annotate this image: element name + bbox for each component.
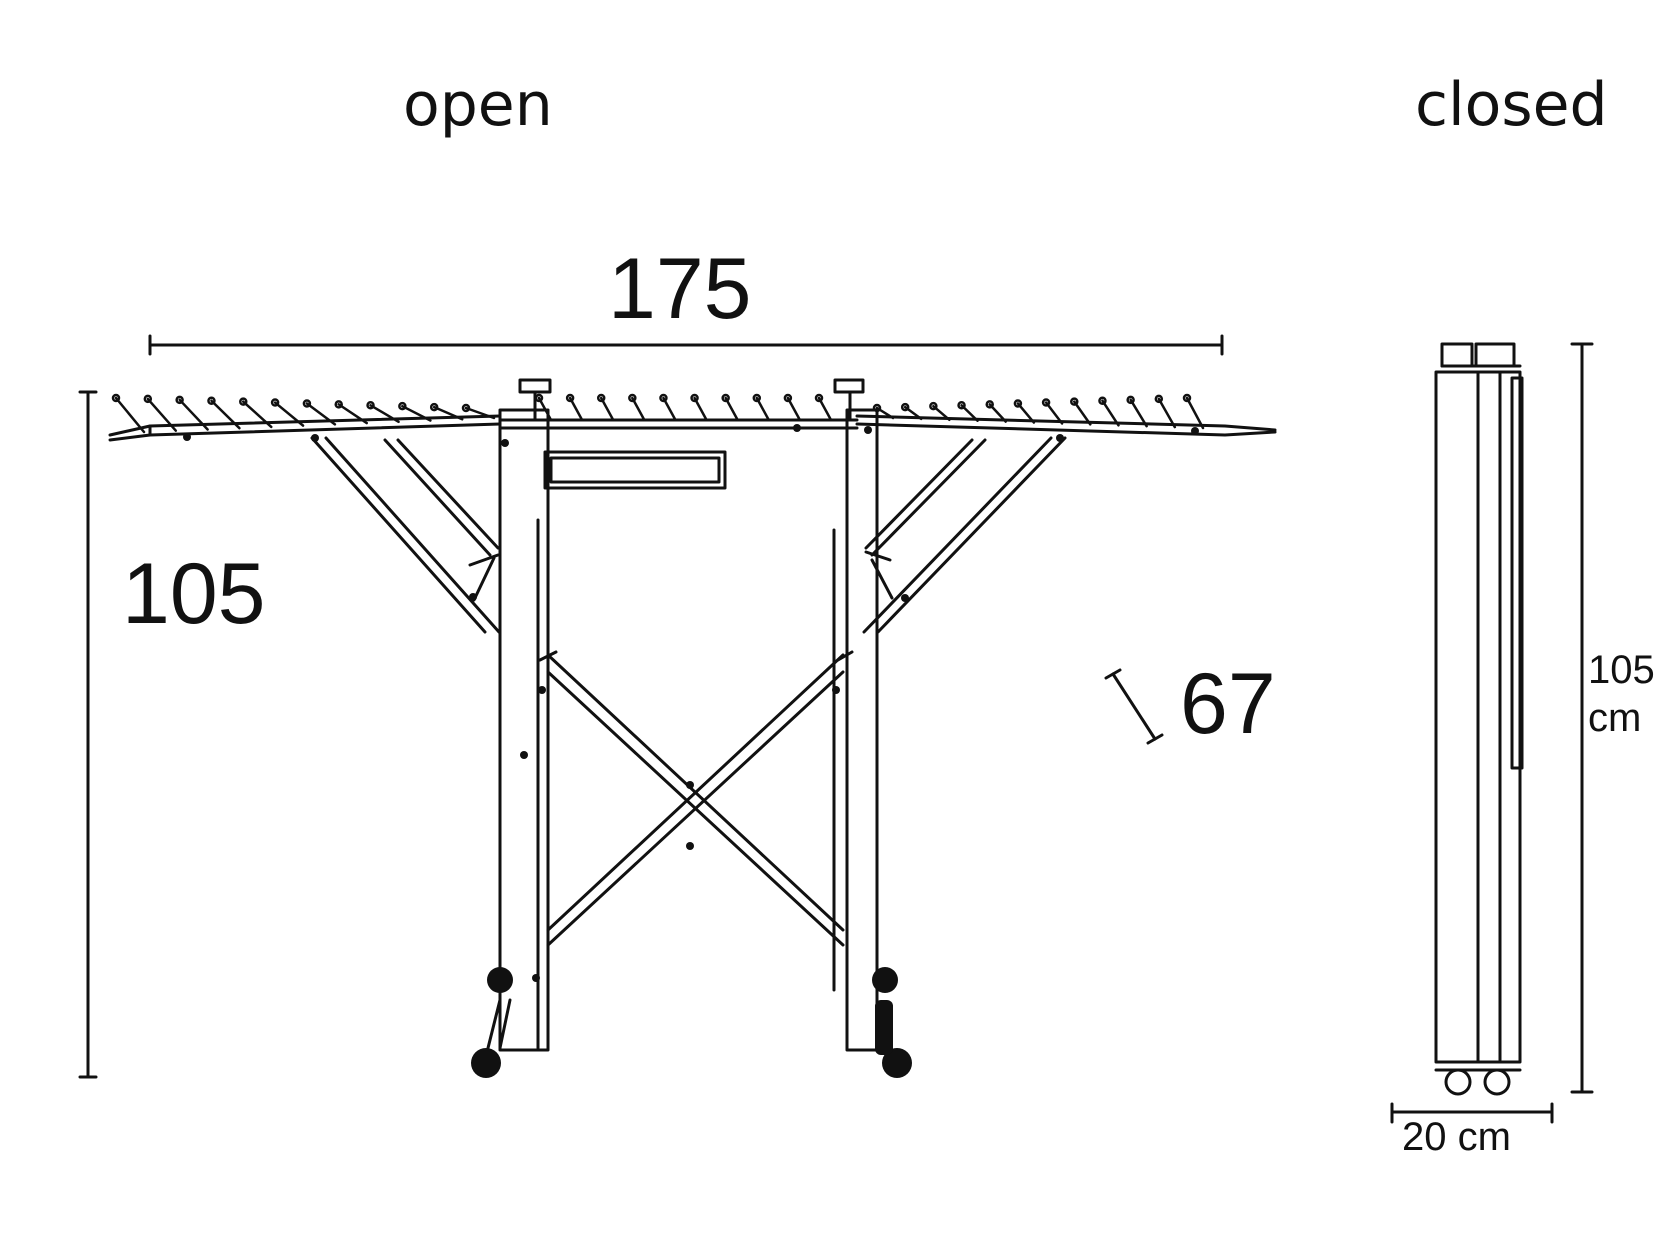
closed-wheel-right xyxy=(1483,1068,1511,1096)
wing-rail xyxy=(1157,397,1177,429)
rail-end xyxy=(143,394,153,404)
closed-width-dimension-line xyxy=(1390,1102,1554,1124)
rail-end xyxy=(175,395,184,405)
open-height-value: 105 xyxy=(122,546,266,642)
left-wing-struts xyxy=(310,436,501,634)
wheels xyxy=(471,967,912,1078)
rail-end xyxy=(270,398,280,407)
closed-height-value: 105 xyxy=(1588,648,1655,692)
center-rails xyxy=(534,393,833,422)
pivot-points xyxy=(183,424,1199,982)
rail-end xyxy=(461,403,471,413)
rail-end xyxy=(302,399,312,408)
left-leg xyxy=(498,408,550,1052)
wing-rail xyxy=(369,404,400,424)
depth-dimension-line xyxy=(1104,668,1164,745)
closed-drying-rack xyxy=(1434,342,1524,1096)
rail-end xyxy=(929,401,938,411)
rail-end xyxy=(659,393,668,403)
rail-end xyxy=(783,393,793,403)
wing-rail xyxy=(432,405,464,421)
closed-label: closed xyxy=(1415,70,1608,140)
rail-end xyxy=(628,393,637,403)
wing-rail xyxy=(114,396,146,434)
rail-end xyxy=(334,400,343,409)
height-dimension-line xyxy=(78,390,98,1079)
center-top-frame xyxy=(498,378,865,430)
rail-end xyxy=(1154,394,1164,404)
right-wing-rails xyxy=(872,393,1205,430)
wing-rail xyxy=(178,398,209,431)
open-depth-value: 67 xyxy=(1180,656,1276,752)
wing-rail xyxy=(1044,401,1064,425)
rail-end xyxy=(429,402,439,412)
wing-rail xyxy=(1101,399,1120,427)
open-width-value: 175 xyxy=(608,241,752,337)
wing-rail xyxy=(1073,400,1092,426)
rail-end xyxy=(398,401,407,411)
left-wing-rails xyxy=(111,393,496,434)
wing-rail xyxy=(401,404,432,422)
closed-height-dimension-line xyxy=(1570,342,1594,1094)
rail-end xyxy=(565,393,575,403)
rail-end xyxy=(721,393,730,403)
wing-rail xyxy=(242,400,273,429)
rail-end xyxy=(1013,399,1023,408)
right-wing xyxy=(855,414,1277,437)
rail-end xyxy=(957,401,966,410)
wing-rail xyxy=(337,403,368,425)
wing-rail xyxy=(210,399,241,430)
wing-rail xyxy=(305,402,337,426)
rail-end xyxy=(1041,398,1051,407)
wing-rail xyxy=(146,397,178,432)
rail-end xyxy=(1070,397,1079,406)
right-wing-struts xyxy=(862,436,1067,634)
rail-end xyxy=(534,393,544,403)
rail-end xyxy=(690,393,699,403)
wing-rail xyxy=(464,406,496,420)
rail-end xyxy=(985,400,994,409)
rail-end xyxy=(900,402,910,412)
rail-end xyxy=(111,393,121,403)
rail-end xyxy=(596,393,606,403)
rail-end xyxy=(1126,395,1135,405)
open-label: open xyxy=(403,70,553,140)
rail-end xyxy=(1182,393,1192,403)
closed-width-value: 20 cm xyxy=(1402,1115,1511,1159)
rail-end xyxy=(207,396,216,405)
closed-height-unit: cm xyxy=(1588,696,1642,740)
wing-rail xyxy=(1185,396,1205,430)
rail-end xyxy=(239,397,248,406)
closed-wheel-left xyxy=(1444,1068,1472,1096)
rail-end xyxy=(814,393,824,403)
rail-end xyxy=(752,393,762,403)
left-wheel-bracket xyxy=(486,998,512,1050)
right-leg xyxy=(832,408,879,1052)
wing-rail xyxy=(1129,398,1148,428)
rail-end xyxy=(366,401,375,410)
rail-end xyxy=(1098,396,1107,405)
open-drying-rack xyxy=(108,378,1277,1078)
side-box xyxy=(543,450,727,490)
left-wing xyxy=(108,414,502,442)
width-dimension-line xyxy=(148,334,1224,356)
wing-rail xyxy=(273,401,305,427)
x-brace xyxy=(538,650,854,947)
